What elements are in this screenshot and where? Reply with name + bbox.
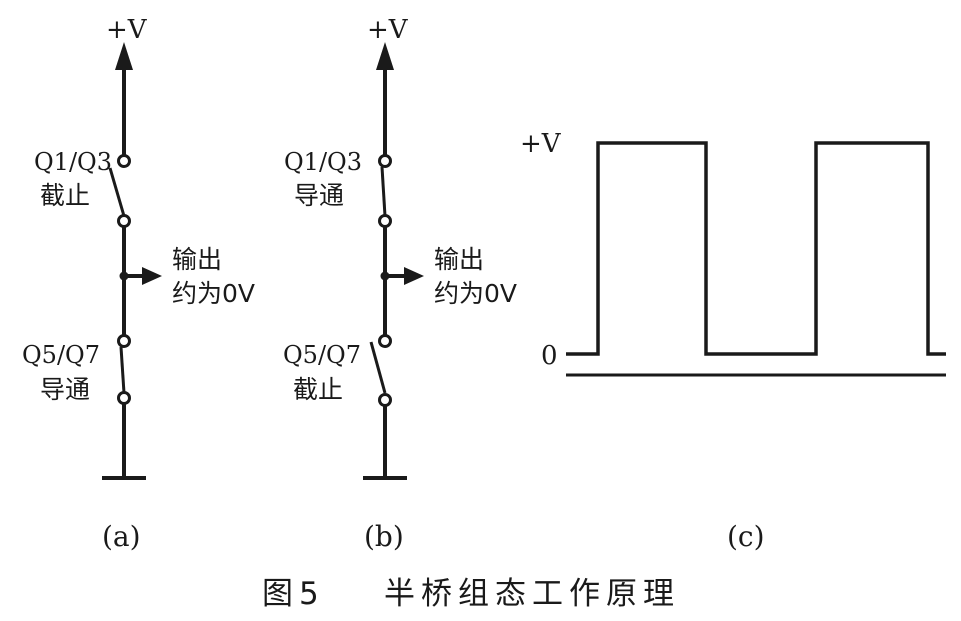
panel-a-upper-top-terminal-icon: [117, 154, 131, 168]
panel-b-lower-switch-arm: [369, 341, 387, 394]
panel-b-lower-switch-name: Q5/Q7: [283, 341, 361, 369]
panel-a-supply-label: +V: [106, 15, 148, 45]
panel-a-label: (a): [102, 520, 141, 553]
panel-c-high-level-label: +V: [520, 129, 562, 159]
panel-b-output-label-line2: 约为0V: [434, 279, 517, 308]
panel-a-lower-switch-name: Q5/Q7: [22, 341, 100, 369]
panel-c-waveform: +V 0 (c): [520, 129, 946, 553]
panel-a-lower-top-terminal-icon: [117, 334, 131, 348]
panel-a-output-arrow-icon: [142, 267, 162, 285]
panel-a-lower-switch-state: 导通: [40, 375, 90, 404]
panel-b-output-arrow-icon: [404, 267, 424, 285]
panel-b-upper-switch-name: Q1/Q3: [284, 148, 362, 176]
figure-caption: 图5 半桥组态工作原理: [262, 576, 680, 612]
panel-a-circuit: +V Q1/Q3 截止 输出 约为0V Q5/Q7 导通 (a): [22, 15, 255, 553]
panel-a-lower-bottom-terminal-icon: [117, 391, 131, 405]
panel-b-label: (b): [364, 520, 404, 553]
caption-title: 半桥组态工作原理: [384, 576, 680, 612]
panel-b-upper-top-terminal-icon: [378, 154, 392, 168]
panel-a-output-label-line2: 约为0V: [172, 279, 255, 308]
panel-b-lower-top-terminal-icon: [378, 334, 392, 348]
panel-b-upper-switch-state: 导通: [294, 181, 344, 210]
panel-a-supply-arrow-icon: [115, 42, 133, 70]
panel-b-lower-bottom-terminal-icon: [378, 393, 392, 407]
panel-b-circuit: +V Q1/Q3 导通 输出 约为0V Q5/Q7 截止 (b): [283, 15, 517, 553]
panel-b-upper-bottom-terminal-icon: [378, 214, 392, 228]
panel-b-lower-switch-state: 截止: [293, 375, 343, 404]
panel-b-output-label-line1: 输出: [434, 245, 484, 274]
panel-b-upper-switch-arm: [380, 166, 387, 217]
panel-c-label: (c): [727, 520, 765, 553]
panel-a-upper-bottom-terminal-icon: [117, 214, 131, 228]
caption-figure-number: 图5: [262, 576, 325, 612]
panel-b-supply-arrow-icon: [376, 42, 394, 70]
panel-c-low-level-label: 0: [541, 341, 558, 371]
panel-a-upper-switch-arm: [108, 167, 126, 217]
panel-c-square-wave: [566, 141, 946, 356]
panel-a-lower-switch-arm: [119, 346, 126, 394]
panel-b-supply-label: +V: [367, 15, 409, 45]
panel-a-upper-switch-name: Q1/Q3: [34, 148, 112, 176]
panel-a-output-label-line1: 输出: [172, 245, 222, 274]
panel-a-upper-switch-state: 截止: [40, 181, 90, 210]
